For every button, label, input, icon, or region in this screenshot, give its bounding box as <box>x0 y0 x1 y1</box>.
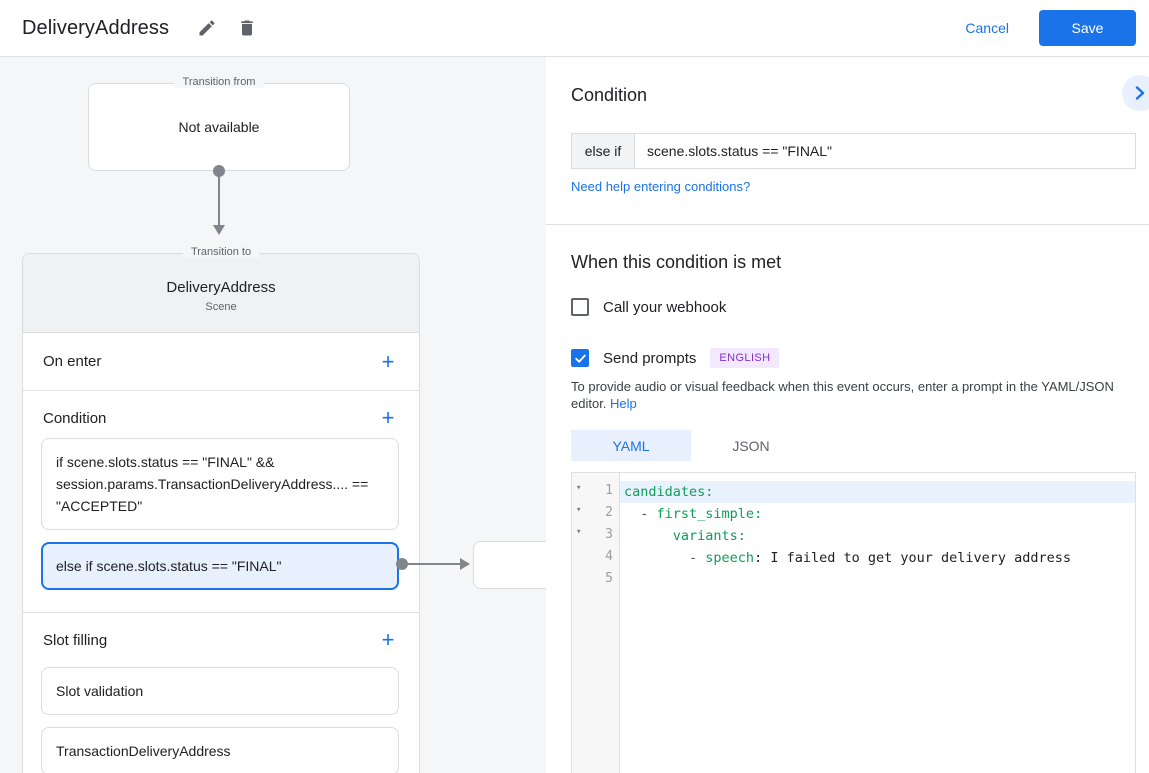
prompt-description-text: To provide audio or visual feedback when… <box>571 379 1114 411</box>
condition-help-link[interactable]: Need help entering conditions? <box>571 179 751 194</box>
arrow-right-icon <box>460 558 470 570</box>
condition-section-title: Condition <box>43 409 107 427</box>
slot-item[interactable]: Slot validation <box>41 667 399 715</box>
checkmark-icon <box>574 352 587 365</box>
line-number: 5 <box>605 571 613 586</box>
trash-icon <box>237 18 257 38</box>
line-number: 3 <box>605 527 613 542</box>
panel-divider <box>546 224 1149 225</box>
line-number: 4 <box>605 549 613 564</box>
scene-type: Scene <box>205 301 237 313</box>
tab-json[interactable]: JSON <box>732 437 770 454</box>
line-number: 2 <box>605 505 613 520</box>
line-number: 1 <box>605 483 613 498</box>
fold-icon[interactable]: ▾ <box>576 505 582 515</box>
add-on-enter-button[interactable]: + <box>375 349 401 375</box>
condition-item-selected[interactable]: else if scene.slots.status == "FINAL" <box>41 542 399 590</box>
slot-filling-section: Slot filling + Slot validation Transacti… <box>23 625 419 773</box>
collapse-panel-button[interactable] <box>1122 75 1149 111</box>
webhook-label: Call your webhook <box>603 298 727 316</box>
transition-from-node: Transition from Not available <box>88 76 350 171</box>
condition-section: Condition + if scene.slots.status == "FI… <box>23 403 419 613</box>
prompt-description: To provide audio or visual feedback when… <box>571 378 1127 412</box>
chevron-right-icon <box>1132 85 1148 101</box>
code-line: - speech: I failed to get your delivery … <box>689 550 1072 566</box>
fold-icon[interactable]: ▾ <box>576 527 582 537</box>
condition-prefix: else if <box>572 134 635 168</box>
transition-from-value: Not available <box>178 119 260 135</box>
transition-to-label: Transition to <box>182 246 260 258</box>
arrow-down-icon <box>213 225 225 235</box>
scene-flow-canvas: Transition from Not available Transition… <box>0 57 546 773</box>
transition-from-label: Transition from <box>174 76 264 88</box>
slot-filling-title: Slot filling <box>43 631 108 649</box>
transition-target-node[interactable] <box>473 541 546 589</box>
delete-scene-button[interactable] <box>235 16 259 40</box>
connector-line-horizontal <box>402 563 460 565</box>
code-line: candidates: <box>620 481 1135 503</box>
top-bar: DeliveryAddress Cancel Save <box>0 0 1149 57</box>
add-slot-button[interactable]: + <box>375 627 401 653</box>
panel-condition-title: Condition <box>571 85 648 105</box>
code-line: - first_simple: <box>640 506 763 522</box>
yaml-code-editor[interactable]: ▾ 1 ▾ 2 ▾ 3 4 5 candidates: <box>571 472 1136 773</box>
editor-gutter: ▾ 1 ▾ 2 ▾ 3 4 5 <box>572 473 620 773</box>
scene-card-header: DeliveryAddress Scene <box>23 254 419 333</box>
code-line <box>620 569 1135 591</box>
on-enter-section: On enter + <box>23 333 419 391</box>
connector-line-vertical <box>218 171 220 225</box>
condition-editor-panel: Condition else if Need help entering con… <box>546 57 1149 773</box>
editor-code-area[interactable]: candidates: - first_simple: variants: - … <box>620 473 1135 773</box>
save-button[interactable]: Save <box>1039 10 1136 46</box>
help-link[interactable]: Help <box>610 396 637 411</box>
condition-expression-input[interactable] <box>635 134 1135 168</box>
scene-card: Transition to DeliveryAddress Scene On e… <box>22 246 420 773</box>
condition-input-row: else if <box>571 133 1136 169</box>
slot-item[interactable]: TransactionDeliveryAddress <box>41 727 399 773</box>
scene-name: DeliveryAddress <box>166 279 276 296</box>
pencil-icon <box>197 18 217 38</box>
tab-yaml[interactable]: YAML <box>571 430 691 461</box>
add-condition-button[interactable]: + <box>375 405 401 431</box>
send-prompts-label: Send prompts <box>603 349 697 367</box>
webhook-checkbox[interactable] <box>571 298 589 316</box>
send-prompts-checkbox[interactable] <box>571 349 589 367</box>
on-enter-title: On enter <box>43 353 102 370</box>
condition-item[interactable]: if scene.slots.status == "FINAL" && sess… <box>41 438 399 530</box>
editor-format-tabs: YAML JSON <box>571 430 811 461</box>
edit-title-button[interactable] <box>195 16 219 40</box>
page-title: DeliveryAddress <box>22 16 170 39</box>
cancel-button[interactable]: Cancel <box>949 12 1025 44</box>
fold-icon[interactable]: ▾ <box>576 483 582 493</box>
code-line: variants: <box>672 528 746 544</box>
language-badge: ENGLISH <box>710 348 780 368</box>
when-met-title: When this condition is met <box>571 252 782 272</box>
